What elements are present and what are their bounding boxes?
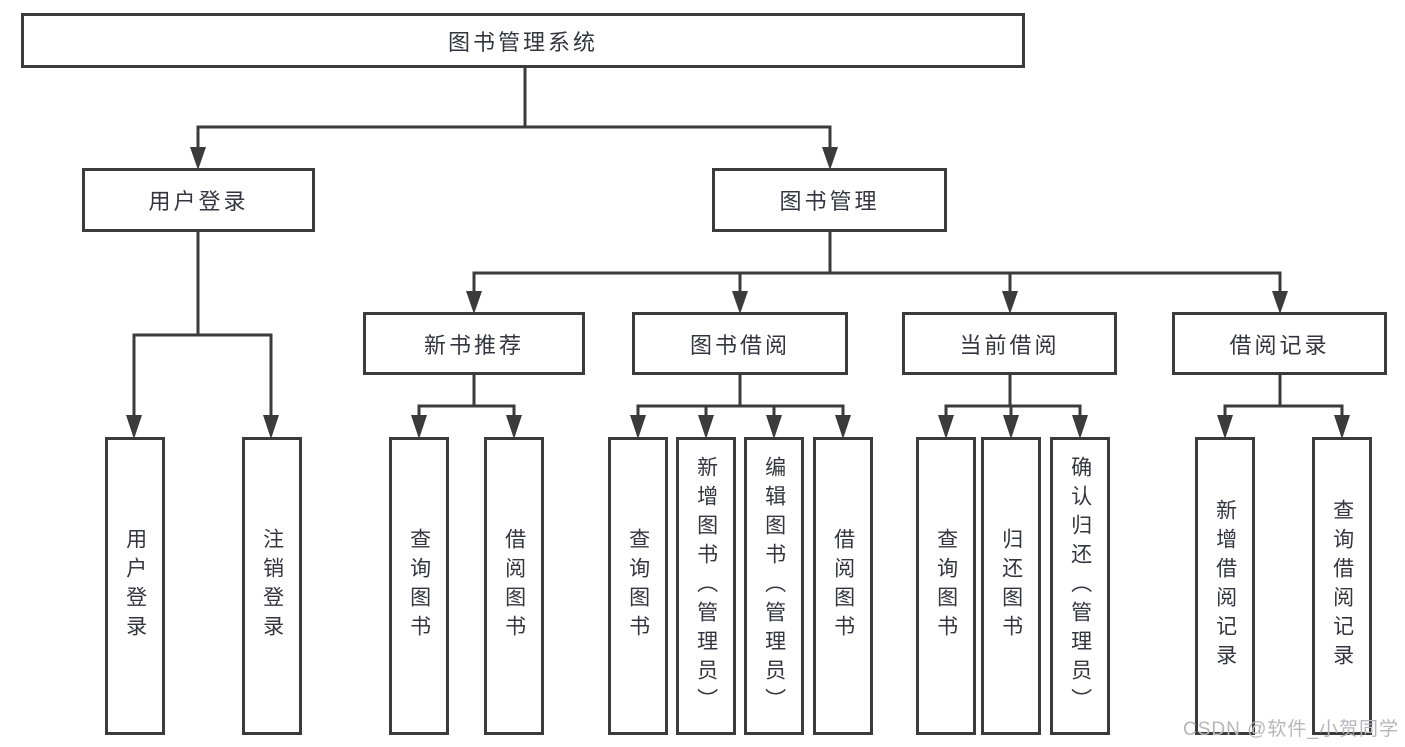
edge-root-to-children [190,66,838,170]
node-book-borrow: 图书借阅 [632,312,848,375]
node-leaf-logout: 注销登录 [242,437,302,735]
node-leaf-currentborrow-confirm-return-admin-label: 确认归还（管理员） [1068,455,1092,717]
node-leaf-bookborrow-add-books-admin-label: 新增图书（管理员） [694,455,718,717]
node-leaf-newbooks-borrow-books: 借阅图书 [484,437,544,735]
node-leaf-currentborrow-confirm-return-admin: 确认归还（管理员） [1050,437,1110,735]
edge-current-borrow-to-children [938,373,1088,439]
node-leaf-bookborrow-query-books-label: 查询图书 [626,528,650,644]
node-leaf-records-add-borrow-record-label: 新增借阅记录 [1213,499,1237,673]
node-new-books-label: 新书推荐 [423,332,524,358]
node-new-books: 新书推荐 [363,312,585,375]
node-leaf-currentborrow-query-books: 查询图书 [916,437,976,735]
node-leaf-records-add-borrow-record: 新增借阅记录 [1195,437,1255,735]
node-root: 图书管理系统 [21,13,1025,68]
node-leaf-newbooks-query-books-label: 查询图书 [407,528,431,644]
node-borrow-records: 借阅记录 [1172,312,1387,375]
node-book-mgmt-label: 图书管理 [779,189,880,214]
edge-borrow-records-to-children [1217,373,1350,439]
node-user-login: 用户登录 [82,168,315,232]
node-book-borrow-label: 图书借阅 [689,332,790,358]
node-book-mgmt: 图书管理 [712,168,947,232]
node-leaf-bookborrow-edit-books-admin: 编辑图书（管理员） [744,437,804,735]
node-user-login-label: 用户登录 [148,189,249,214]
node-leaf-newbooks-borrow-books-label: 借阅图书 [502,528,526,644]
node-leaf-bookborrow-edit-books-admin-label: 编辑图书（管理员） [762,455,786,717]
edge-user-login-to-children [126,230,279,439]
node-leaf-currentborrow-return-books-label: 归还图书 [999,528,1023,644]
edge-new-books-to-children [411,373,522,439]
edge-book-borrow-to-children [630,373,851,439]
node-leaf-currentborrow-query-books-label: 查询图书 [934,528,958,644]
node-current-borrow-label: 当前借阅 [959,332,1060,358]
node-leaf-bookborrow-query-books: 查询图书 [608,437,668,735]
node-leaf-logout-label: 注销登录 [260,528,284,644]
node-leaf-records-query-borrow-record-label: 查询借阅记录 [1330,499,1354,673]
node-leaf-newbooks-query-books: 查询图书 [389,437,449,735]
node-leaf-bookborrow-borrow-books: 借阅图书 [813,437,873,735]
node-borrow-records-label: 借阅记录 [1229,332,1330,358]
node-root-label: 图书管理系统 [447,29,598,55]
node-current-borrow: 当前借阅 [902,312,1117,375]
node-leaf-records-query-borrow-record: 查询借阅记录 [1312,437,1372,735]
node-leaf-user-login: 用户登录 [105,437,165,735]
csdn-watermark: CSDN @软件_小贺同学 [1183,719,1399,740]
node-leaf-currentborrow-return-books: 归还图书 [981,437,1041,735]
edge-book-mgmt-to-children [466,230,1288,314]
node-leaf-user-login-label: 用户登录 [123,528,147,644]
node-leaf-bookborrow-borrow-books-label: 借阅图书 [831,528,855,644]
node-leaf-bookborrow-add-books-admin: 新增图书（管理员） [676,437,736,735]
